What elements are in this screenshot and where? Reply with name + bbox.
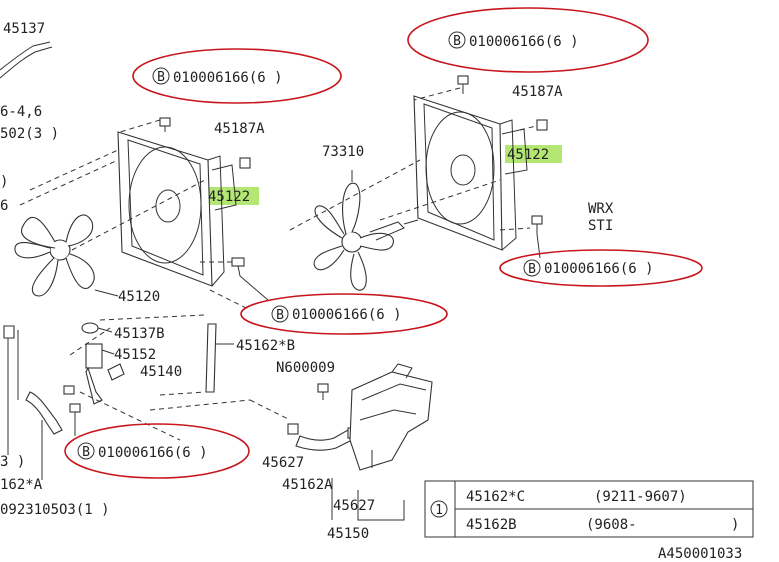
guide-line xyxy=(159,391,206,396)
callout-oval-bottom-left xyxy=(64,423,250,479)
guide-line xyxy=(289,159,421,231)
callout-oval-top-left xyxy=(132,48,342,104)
label-45137: 45137 xyxy=(3,21,45,37)
hose-45137 xyxy=(0,41,53,79)
svg-text:B: B xyxy=(276,308,284,323)
b-marker-icon: B xyxy=(448,31,466,49)
label-45627-b: 45627 xyxy=(333,498,375,514)
svg-text:B: B xyxy=(528,262,536,277)
label-45162a: 45162A xyxy=(282,477,333,493)
table-row-part: 45162*C xyxy=(466,489,525,505)
label-45140: 45140 xyxy=(140,364,182,380)
guide-line xyxy=(249,399,291,421)
diagram-id: A450001033 xyxy=(658,546,742,562)
nut-left-45187a xyxy=(239,157,251,169)
b-marker-icon: B xyxy=(271,305,289,323)
label-45120: 45120 xyxy=(118,289,160,305)
label-left-4: 6 xyxy=(0,198,8,214)
svg-text:B: B xyxy=(82,445,90,460)
label-45152: 45152 xyxy=(114,347,156,363)
label-left-2: 502(3 ) xyxy=(0,126,59,142)
callout-oval-center xyxy=(240,293,448,335)
label-45627-a: 45627 xyxy=(262,455,304,471)
guide-line xyxy=(413,87,461,101)
clip-n600009 xyxy=(317,383,329,400)
callout-bolt-top-left: 010006166(6 ) xyxy=(173,70,283,86)
nut-right-45187a xyxy=(536,119,548,131)
label-left-1: 6-4,6 xyxy=(0,104,42,120)
center-fan-blade xyxy=(313,170,419,291)
label-n600009: N600009 xyxy=(276,360,335,376)
highlight-45122-right xyxy=(505,145,562,163)
label-45122-left: 45122 xyxy=(208,189,250,205)
label-left-7: 0923105O3(1 ) xyxy=(0,502,110,518)
clamp-45137b xyxy=(81,322,113,334)
table-row-range: (9211-9607) xyxy=(594,489,687,505)
b-marker-icon: B xyxy=(523,259,541,277)
bolt-lower-left xyxy=(63,385,81,436)
hose-45162b xyxy=(205,323,234,393)
callout-oval-right-mid xyxy=(499,249,703,287)
guide-line xyxy=(209,289,251,311)
guide-line xyxy=(79,391,181,441)
callout-bolt-right-mid: 010006166(6 ) xyxy=(544,261,654,277)
svg-text:B: B xyxy=(453,34,461,49)
table-row-close: ) xyxy=(731,517,739,533)
callout-bolt-top-right: 010006166(6 ) xyxy=(469,34,579,50)
b-marker-icon: B xyxy=(152,67,170,85)
left-fan-blade xyxy=(14,214,119,297)
leader-line xyxy=(357,490,405,521)
guide-line xyxy=(29,149,119,191)
bolt-right-top xyxy=(457,75,469,94)
left-bracket-hose xyxy=(3,325,63,480)
guide-line xyxy=(499,227,531,231)
callout-oval-top-right xyxy=(407,7,649,73)
guide-line xyxy=(69,327,111,356)
guide-line xyxy=(119,119,161,133)
guide-line xyxy=(379,179,501,221)
label-45187a-right: 45187A xyxy=(512,84,563,100)
label-wrx: WRX xyxy=(588,201,614,217)
guide-line xyxy=(149,399,251,411)
reference-table: 1 45162*C (9211-9607) 45162B (9608- ) xyxy=(424,480,754,538)
callout-bolt-center: 010006166(6 ) xyxy=(292,307,402,323)
guide-line xyxy=(519,124,541,131)
left-fan-shroud xyxy=(117,131,237,287)
reservoir-neck-45152 xyxy=(85,343,115,405)
table-row-part: 45162B xyxy=(466,517,517,533)
bolt-left-lower xyxy=(231,257,245,277)
svg-text:B: B xyxy=(157,70,165,85)
label-45137b: 45137B xyxy=(114,326,165,342)
label-left-5: 3 ) xyxy=(0,454,25,470)
label-73310: 73310 xyxy=(322,144,364,160)
guide-line xyxy=(99,314,206,321)
b-marker-icon: B xyxy=(77,442,95,460)
label-45187a-left: 45187A xyxy=(214,121,265,137)
label-left-6: 162*A xyxy=(0,477,43,493)
leader-line xyxy=(239,275,269,301)
highlight-45122-left xyxy=(205,187,259,205)
label-sti: STI xyxy=(588,218,613,234)
guide-line xyxy=(19,159,119,206)
table-ref-number: 1 xyxy=(435,503,443,518)
label-45122-right: 45122 xyxy=(507,147,549,163)
callout-bolt-bottom-left: 010006166(6 ) xyxy=(98,445,208,461)
part-45140 xyxy=(107,363,125,381)
reservoir-tank-45150 xyxy=(349,363,433,471)
bolt-left-top xyxy=(159,117,171,132)
hose-45162a xyxy=(287,423,359,451)
bolt-right-lower xyxy=(531,215,543,234)
label-45162b-star: 45162*B xyxy=(236,338,295,354)
right-fan-shroud xyxy=(413,95,528,251)
label-45150: 45150 xyxy=(327,526,369,542)
guide-line xyxy=(71,179,206,251)
label-left-3: ) xyxy=(0,174,8,190)
table-row-range: (9608- xyxy=(586,517,637,533)
